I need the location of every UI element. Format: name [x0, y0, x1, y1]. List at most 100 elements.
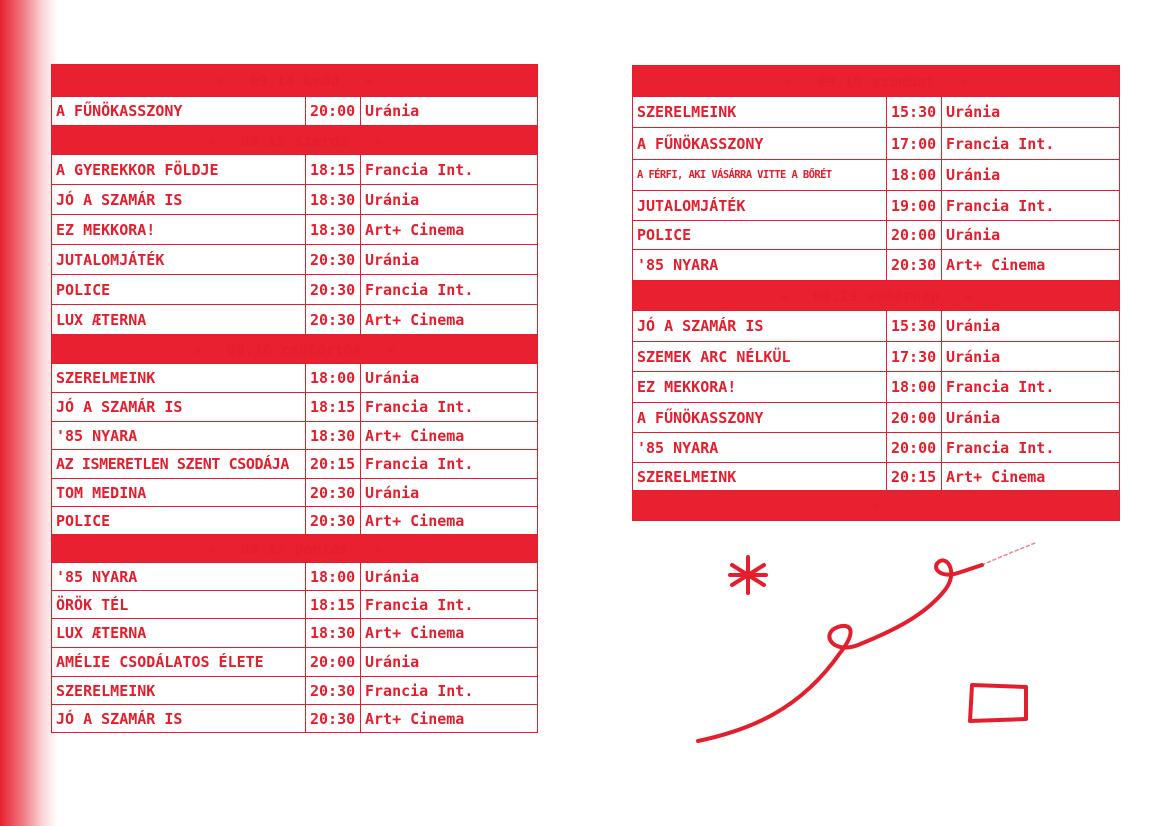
screening-time: 18:15 — [305, 392, 361, 422]
screening-time: 20:30 — [886, 249, 942, 281]
screening-time: 20:30 — [305, 676, 361, 705]
venue: Uránia — [941, 159, 1120, 191]
screening-time: 18:30 — [305, 184, 361, 215]
film-title: LUX ÆTERNA — [51, 304, 306, 335]
screening-row: A FÉRFI, AKI VÁSÁRRA VITTE A BŐRÉT 18:00… — [632, 159, 1120, 191]
screening-time: 20:00 — [305, 647, 361, 677]
screening-time: 20:30 — [305, 506, 361, 535]
venue: Uránia — [360, 96, 538, 126]
film-title: SZERELMEINK — [632, 96, 887, 128]
table-footer: ✳ — [632, 490, 1120, 521]
venue: Francia Int. — [360, 590, 538, 619]
film-title: POLICE — [632, 220, 887, 250]
venue: Uránia — [941, 96, 1120, 128]
venue: Uránia — [941, 402, 1120, 433]
screening-time: 20:30 — [305, 274, 361, 305]
day-header: ✳09.18 szombat✳ — [632, 65, 1120, 97]
venue: Uránia — [941, 341, 1120, 372]
venue: Francia Int. — [360, 449, 538, 479]
screening-time: 17:30 — [886, 341, 942, 372]
screening-time: 15:30 — [886, 96, 942, 128]
sparkle-icon: ✳ — [372, 539, 383, 558]
screening-time: 18:00 — [305, 363, 361, 393]
film-title: '85 NYARA — [632, 249, 887, 281]
film-title: EZ MEKKORA! — [632, 371, 887, 403]
screening-row: A GYEREKKOR FÖLDJE 18:15 Francia Int. — [51, 154, 538, 185]
decorative-doodle — [696, 542, 1036, 743]
venue: Uránia — [360, 363, 538, 393]
screening-time: 18:00 — [886, 371, 942, 403]
film-title: A FŰNÖKASSZONY — [632, 402, 887, 433]
schedule-table-right: ✳09.18 szombat✳ SZERELMEINK 15:30 Uránia… — [632, 65, 1120, 521]
film-title: JÓ A SZAMÁR IS — [51, 392, 306, 422]
film-title: ÖRÖK TÉL — [51, 590, 306, 619]
screening-row: SZEMEK ARC NÉLKÜL 17:30 Uránia — [632, 341, 1120, 372]
film-title: LUX ÆTERNA — [51, 618, 306, 648]
screening-time: 18:15 — [305, 590, 361, 619]
screening-row: POLICE 20:30 Art+ Cinema — [51, 506, 538, 535]
screening-row: SZERELMEINK 18:00 Uránia — [51, 363, 538, 393]
venue: Francia Int. — [941, 127, 1120, 160]
sparkle-icon: ✳ — [779, 286, 789, 305]
venue: Uránia — [360, 244, 538, 275]
film-title: '85 NYARA — [632, 432, 887, 463]
screening-row: POLICE 20:00 Uránia — [632, 220, 1120, 250]
film-title: SZERELMEINK — [51, 676, 306, 705]
faded-trail-doodle — [981, 542, 1036, 566]
screening-time: 18:30 — [305, 618, 361, 648]
screening-row: EZ MEKKORA! 18:00 Francia Int. — [632, 371, 1120, 403]
sparkle-icon: ✳ — [363, 71, 374, 90]
screening-row: A FŰNÖKASSZONY 20:00 Uránia — [51, 96, 538, 126]
day-label: 09.15 szerda — [240, 131, 349, 150]
venue: Art+ Cinema — [360, 421, 538, 450]
sparkle-icon: ✳ — [871, 496, 881, 515]
asterisk-doodle-icon — [728, 555, 768, 595]
screening-row: A FŰNÖKASSZONY 20:00 Uránia — [632, 402, 1120, 433]
screening-time: 20:00 — [886, 220, 942, 250]
venue: Francia Int. — [360, 274, 538, 305]
film-title: POLICE — [51, 506, 306, 535]
screening-time: 15:30 — [886, 310, 942, 342]
day-header: ✳09.15 szerda✳ — [51, 125, 538, 155]
screening-row: TOM MEDINA 20:30 Uránia — [51, 478, 538, 507]
venue: Uránia — [941, 220, 1120, 250]
screening-row: SZERELMEINK 20:30 Francia Int. — [51, 676, 538, 705]
film-title: JÓ A SZAMÁR IS — [632, 310, 887, 342]
sparkle-icon: ✳ — [958, 71, 969, 91]
day-header: ✳09.17 péntek✳ — [51, 534, 538, 563]
film-title: '85 NYARA — [51, 562, 306, 591]
screening-time: 20:00 — [886, 432, 942, 463]
page-edge-gradient — [0, 0, 58, 826]
screening-row: SZERELMEINK 20:15 Art+ Cinema — [632, 462, 1120, 491]
film-title: A FŰNÖKASSZONY — [632, 127, 887, 160]
screening-time: 20:30 — [305, 304, 361, 335]
sparkle-icon: ✳ — [206, 539, 217, 558]
screening-row: JÓ A SZAMÁR IS 18:15 Francia Int. — [51, 392, 538, 422]
sparkle-icon: ✳ — [215, 71, 226, 90]
venue: Francia Int. — [941, 432, 1120, 463]
schedule-table-left: ✳ 09.14 kedd ✳ A FŰNÖKASSZONY 20:00 Uránia… — [51, 64, 538, 733]
venue: Francia Int. — [941, 190, 1120, 221]
film-title: JUTALOMJÁTÉK — [632, 190, 887, 221]
screening-row: SZERELMEINK 15:30 Uránia — [632, 96, 1120, 128]
screening-row: AZ ISMERETLEN SZENT CSODÁJA 20:15 Franci… — [51, 449, 538, 479]
screening-row: '85 NYARA 18:30 Art+ Cinema — [51, 421, 538, 450]
sparkle-icon: ✳ — [372, 130, 383, 150]
day-header: ✳09.19 vasárnap✳ — [632, 280, 1120, 311]
screening-row: '85 NYARA 20:00 Francia Int. — [632, 432, 1120, 463]
screening-row: LUX ÆTERNA 18:30 Art+ Cinema — [51, 618, 538, 648]
film-title: A FŰNÖKASSZONY — [51, 96, 306, 126]
day-label: 09.14 kedd — [249, 72, 340, 90]
screening-row: ÖRÖK TÉL 18:15 Francia Int. — [51, 590, 538, 619]
screening-row: AMÉLIE CSODÁLATOS ÉLETE 20:00 Uránia — [51, 647, 538, 677]
venue: Uránia — [360, 647, 538, 677]
screening-row: '85 NYARA 18:00 Uránia — [51, 562, 538, 591]
screening-row: '85 NYARA 20:30 Art+ Cinema — [632, 249, 1120, 281]
venue: Francia Int. — [360, 676, 538, 705]
film-title: JÓ A SZAMÁR IS — [51, 184, 306, 215]
screening-time: 19:00 — [886, 190, 942, 221]
screening-row: A FŰNÖKASSZONY 17:00 Francia Int. — [632, 127, 1120, 160]
venue: Art+ Cinema — [941, 462, 1120, 491]
screening-time: 18:30 — [305, 421, 361, 450]
screening-time: 20:30 — [305, 704, 361, 733]
